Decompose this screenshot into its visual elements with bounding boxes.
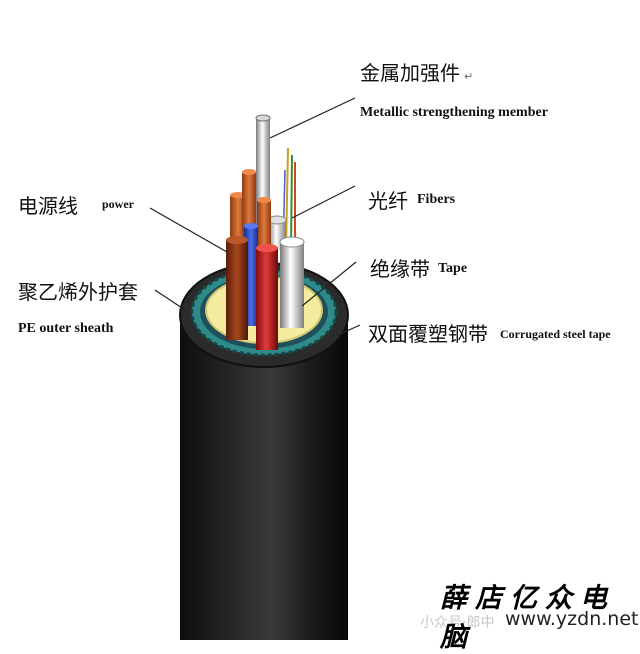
label-steel-en: Corrugated steel tape: [500, 327, 611, 341]
label-metallic-zh: 金属加强件: [360, 61, 460, 85]
leader-line-sheath: [154, 289, 186, 311]
leader-line-power: [149, 207, 228, 253]
label-fibers-zh: 光纤: [368, 189, 408, 213]
label-sheath-zh: 聚乙烯外护套: [18, 280, 138, 304]
label-metallic-en: Metallic strengthening member: [360, 105, 548, 120]
cable-cross-section-diagram: [149, 97, 361, 640]
red-insulated-wire: [256, 244, 278, 350]
label-steel-zh: 双面覆塑钢带: [368, 322, 488, 346]
leader-line-metallic: [269, 97, 356, 139]
fiber-loose-tube: [279, 236, 305, 328]
label-tape-zh: 绝缘带: [370, 257, 430, 281]
label-fibers-en: Fibers: [417, 192, 456, 207]
faint-watermark: 小众号·郎中: [420, 615, 495, 631]
label-power-en: power: [102, 197, 134, 211]
label-tape-en: Tape: [438, 261, 468, 276]
leader-lines: [149, 97, 361, 336]
return-mark: ↵: [464, 70, 474, 83]
copper-conductor-right: [257, 197, 271, 255]
leader-line-tape: [301, 261, 357, 307]
label-power-zh: 电源线: [18, 194, 78, 218]
leader-line-steel: [337, 324, 361, 336]
leader-line-fibers: [291, 185, 356, 219]
brown-insulated-wire: [226, 236, 248, 340]
label-sheath-en: PE outer sheath: [18, 321, 114, 336]
url-watermark: www.yzdn.net: [505, 608, 639, 630]
